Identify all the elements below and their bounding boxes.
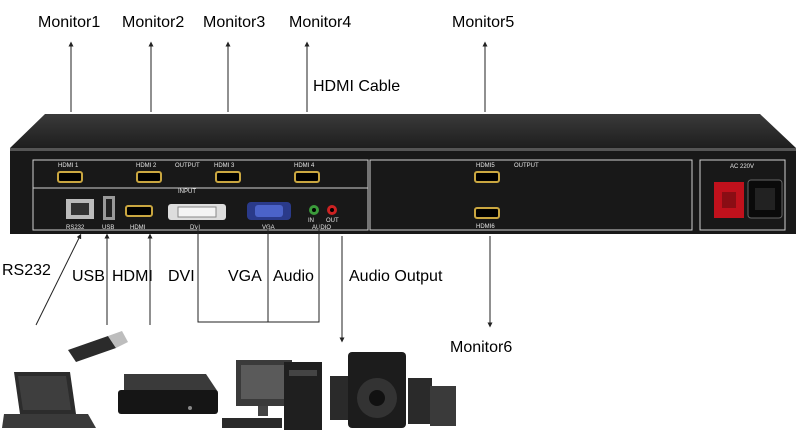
- hdmi-cable-label: HDMI Cable: [313, 78, 401, 95]
- vga-label: VGA: [228, 268, 262, 285]
- audio-label: Audio: [273, 268, 314, 285]
- panel-in: IN: [308, 218, 314, 224]
- monitor4-label: Monitor4: [289, 14, 352, 31]
- audio-output-label: Audio Output: [349, 268, 443, 285]
- panel-input: INPUT: [178, 189, 196, 195]
- usb-drive-icon: [68, 331, 128, 362]
- panel-usb: USB: [102, 225, 114, 231]
- matrix-switcher-device: HDMI 1 HDMI 2 OUTPUT HDMI 3 HDMI 4 HDMI5…: [10, 114, 796, 234]
- panel-out: OUT: [326, 218, 339, 224]
- speaker-system-icon: [330, 352, 456, 428]
- hdmi-label: HDMI: [112, 268, 153, 285]
- panel-hdmi6: HDMI6: [476, 224, 495, 230]
- desktop-pc-icon: [222, 360, 322, 430]
- panel-hdmi4: HDMI 4: [294, 163, 315, 169]
- panel-audio: AUDIO: [312, 225, 331, 231]
- panel-hdmi5: HDMI5: [476, 163, 495, 169]
- power-inlet: [714, 179, 783, 219]
- panel-rs232: RS232: [66, 225, 85, 231]
- usb-label: USB: [72, 268, 105, 285]
- input-connectors: [35, 222, 493, 343]
- rs232-label: RS232: [2, 262, 51, 279]
- monitor3-label: Monitor3: [203, 14, 266, 31]
- panel-hdmi3: HDMI 3: [214, 163, 235, 169]
- output-arrows: [68, 41, 488, 112]
- panel-output-2: OUTPUT: [514, 163, 539, 169]
- panel-dvi: DVI: [190, 225, 200, 231]
- input-ports: [66, 196, 337, 220]
- hdmi-output-ports: [57, 171, 500, 219]
- panel-hdmi1: HDMI 1: [58, 163, 79, 169]
- panel-hdmi2: HDMI 2: [136, 163, 157, 169]
- monitor2-label: Monitor2: [122, 14, 185, 31]
- monitor5-label: Monitor5: [452, 14, 515, 31]
- laptop-icon: [2, 372, 96, 428]
- monitor1-label: Monitor1: [38, 14, 101, 31]
- panel-hdmi-in: HDMI: [130, 225, 146, 231]
- set-top-box-icon: [118, 374, 218, 414]
- panel-power: AC 220V: [730, 164, 754, 170]
- monitor6-label: Monitor6: [450, 339, 513, 356]
- panel-output: OUTPUT: [175, 163, 200, 169]
- dvi-label: DVI: [168, 268, 195, 285]
